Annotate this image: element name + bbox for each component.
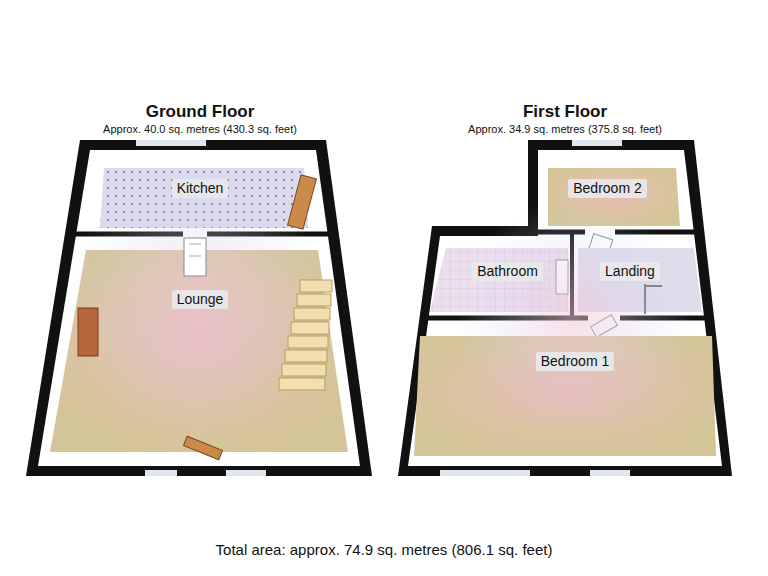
room-label: Bedroom 2 <box>568 179 646 198</box>
room-label: Bathroom <box>472 262 543 281</box>
room-label: Kitchen <box>172 179 229 198</box>
room-area: Landing <box>578 254 682 288</box>
floor-heading: Ground Floor <box>146 102 255 122</box>
floor-area: Approx. 34.9 sq. metres (375.8 sq. feet) <box>468 122 662 136</box>
room-area: Bathroom <box>445 254 570 288</box>
room-area: Bedroom 2 <box>545 170 670 206</box>
ground-floor-plan <box>26 140 372 476</box>
first-floor-plan <box>398 140 732 476</box>
floor-block: Ground FloorApprox. 40.0 sq. metres (430… <box>26 100 374 478</box>
room-label: Bedroom 1 <box>536 352 614 371</box>
room-label: Landing <box>600 262 660 281</box>
floor-area: Approx. 40.0 sq. metres (430.3 sq. feet) <box>103 122 297 136</box>
room-label: Lounge <box>172 290 229 309</box>
room-area: Lounge <box>110 282 290 316</box>
floor-block: First FloorApprox. 34.9 sq. metres (375.… <box>398 100 732 478</box>
floor-heading: First Floor <box>523 102 607 122</box>
room-area: Bedroom 1 <box>440 344 710 378</box>
total-area-caption: Total area: approx. 74.9 sq. metres (806… <box>0 541 768 558</box>
room-area: Kitchen <box>110 170 290 206</box>
